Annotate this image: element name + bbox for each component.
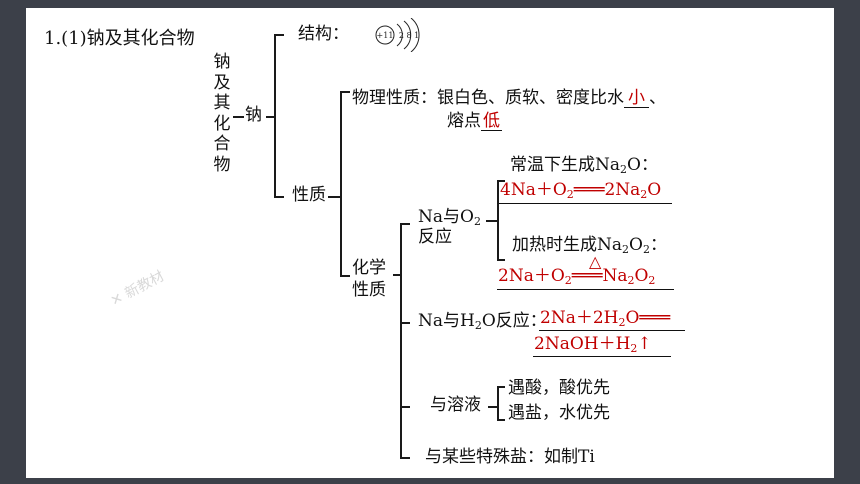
physical-label: 物理性质： <box>352 88 437 108</box>
sodium-label: 钠 <box>245 105 262 125</box>
chemical-properties-label: 化学性质 <box>352 257 386 301</box>
special-salt: 与某些特殊盐：如制Ti <box>425 447 595 467</box>
bracket-chemical <box>400 223 402 458</box>
bracket-properties <box>340 91 342 276</box>
solution-label: 与溶液 <box>430 395 481 415</box>
connector <box>393 274 401 276</box>
label-part: ： <box>649 235 667 255</box>
tick <box>497 259 505 261</box>
room-temp-label: 常温下生成Na2O： <box>510 155 658 176</box>
electron-shells: 2 8 1 <box>399 31 419 40</box>
tick <box>274 196 284 198</box>
tick <box>497 419 505 421</box>
answer-melting: 低 <box>481 111 502 131</box>
structure-label: 结构： <box>298 24 349 44</box>
connector <box>486 220 498 222</box>
label-part: 加热时生成Na <box>512 235 623 255</box>
answer-density: 小 <box>624 90 649 108</box>
label-part: O： <box>627 155 658 175</box>
connector <box>400 322 410 324</box>
tick <box>497 386 505 388</box>
slide <box>26 8 834 478</box>
na-o2-label: Na与O2 <box>418 207 481 228</box>
water-equation-line1: 2Na＋2H2O═══ <box>540 308 671 329</box>
bracket-main <box>274 34 276 197</box>
tick <box>497 180 505 182</box>
label-part: O反应： <box>481 311 547 331</box>
nucleus-charge: +11 <box>377 31 394 40</box>
label-part: Na与H <box>418 311 475 331</box>
equation-underline <box>499 203 672 204</box>
root-label-char: 合 <box>213 134 231 154</box>
heating-equation: 2Na＋O2═══Na2O2 <box>498 266 656 287</box>
room-temp-equation: 4Na＋O2═══2Na2O <box>500 180 662 201</box>
chemical-label-part: 性质 <box>352 280 386 300</box>
root-label-char: 钠 <box>213 52 231 72</box>
physical-desc: 银白色、质软、密度比水 <box>437 88 624 108</box>
label-part: 2 <box>620 163 628 176</box>
atom-structure-diagram: +11 2 8 1 <box>375 18 420 52</box>
connector <box>400 406 410 408</box>
connector <box>488 406 498 408</box>
label-part: 2 <box>622 243 630 256</box>
label-part: Na与O <box>418 207 474 227</box>
na-o2-label-line2: 反应 <box>418 227 452 247</box>
root-label: 钠及其化合物 <box>213 52 231 175</box>
root-label-char: 化 <box>213 113 231 134</box>
bracket-solution <box>497 386 499 420</box>
connector-root <box>233 116 244 118</box>
melting-label: 熔点 <box>447 111 481 131</box>
tick <box>400 457 410 459</box>
tick <box>400 223 410 225</box>
equation-underline <box>539 330 685 331</box>
label-part: O <box>629 235 643 255</box>
solution-rule-salt: 遇盐，水优先 <box>508 403 610 423</box>
solution-rule-acid: 遇酸，酸优先 <box>508 378 610 398</box>
root-label-char: 其 <box>213 93 231 113</box>
tick <box>340 275 350 277</box>
connector <box>266 116 275 118</box>
properties-label: 性质 <box>292 185 326 205</box>
heating-label: 加热时生成Na2O2： <box>512 235 667 256</box>
physical-suffix: 、 <box>649 88 666 108</box>
equation-underline <box>497 289 674 290</box>
tick <box>274 34 284 36</box>
tick <box>340 91 350 93</box>
label-part: 2 <box>473 215 481 228</box>
label-part: 常温下生成Na <box>510 155 621 175</box>
root-label-char: 及 <box>213 72 231 93</box>
label-part: 2 <box>474 319 482 332</box>
na-water-label: Na与H2O反应： <box>418 311 547 332</box>
water-equation-line2: 2NaOH＋H2↑ <box>534 334 652 355</box>
chemical-label-part: 化学 <box>352 258 386 278</box>
slide-title: 1.(1)钠及其化合物 <box>44 28 195 49</box>
physical-properties-line1: 物理性质：银白色、质软、密度比水小、 <box>352 90 666 108</box>
heating-condition: △ <box>589 252 602 271</box>
label-part: 2 <box>642 243 650 256</box>
physical-properties-line2: 熔点低 <box>447 113 502 131</box>
equation-underline <box>533 356 671 357</box>
root-label-char: 物 <box>213 154 231 175</box>
connector <box>328 196 341 198</box>
